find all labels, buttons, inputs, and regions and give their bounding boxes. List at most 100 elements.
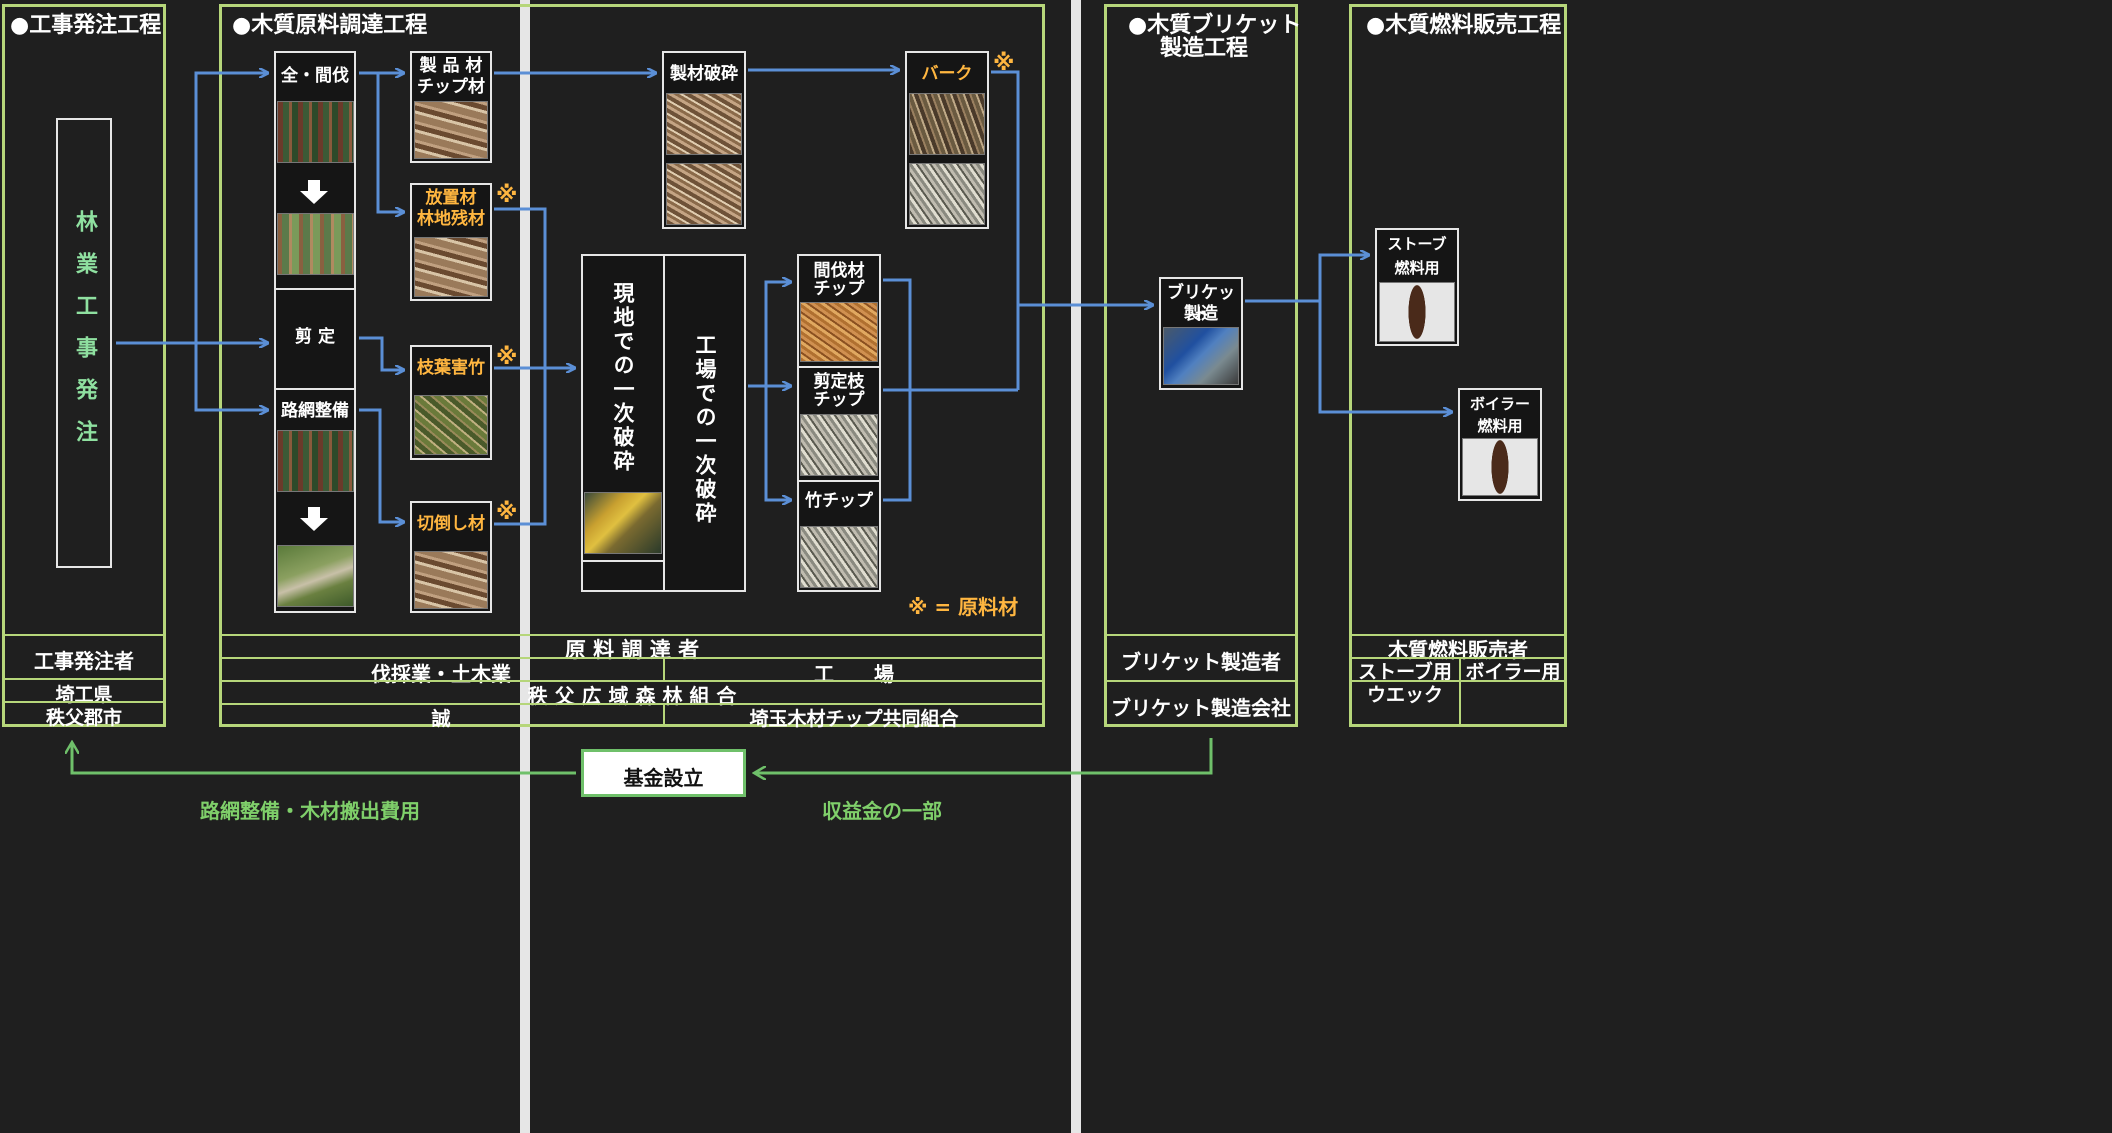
sawmill-label: 製材破砕 <box>670 64 738 84</box>
procure-sep <box>221 703 1043 705</box>
flow-arrow <box>764 282 791 386</box>
bark-label: バーク <box>921 64 973 84</box>
order-panel <box>2 4 166 727</box>
sawmill-photo <box>666 93 742 155</box>
right-org-label: 埼玉木材チップ共同組合 <box>749 708 959 730</box>
sawmill-photo-2 <box>666 163 742 225</box>
chip-sep <box>799 480 879 482</box>
node-sep <box>276 288 354 290</box>
briquette-node: ブリケット 製造 <box>1159 277 1243 390</box>
fund-right-caption: 収益金の一部 <box>822 799 942 823</box>
clearcut-photo-2 <box>277 213 354 275</box>
sales-org: ウエック <box>1366 684 1443 706</box>
boiler-fuel-photo <box>1462 438 1538 496</box>
node-sep <box>276 388 354 390</box>
briquette-role: ブリケット製造者 <box>1121 650 1281 674</box>
flow-arrow <box>991 70 1020 390</box>
prune-label: 剪 定 <box>295 327 335 347</box>
briquette-title-1: ●木質ブリケット <box>1128 13 1302 38</box>
onsite-label: 現地での一次破砕 <box>611 282 635 474</box>
clearcut-photo <box>277 101 354 163</box>
sales-panel <box>1349 4 1567 727</box>
sales-sep <box>1351 680 1565 682</box>
leftover-label-1: 放置材 <box>425 188 477 208</box>
fund-arrow <box>72 742 576 775</box>
branch-label: 枝葉害竹 <box>417 358 485 378</box>
branch-photo <box>414 395 488 455</box>
bark-mark: ※ <box>993 51 1015 76</box>
flow-arrow <box>1245 255 1369 303</box>
chip1-label-1: 間伐材 <box>813 261 865 281</box>
briquette-photo <box>1163 327 1239 385</box>
chip-sep <box>799 366 879 368</box>
flow-arrow <box>359 408 404 522</box>
cut-photo <box>414 551 488 609</box>
procure-title: ●木質原料調達工程 <box>232 13 428 38</box>
clearcut-label: 全・間伐 <box>281 66 349 86</box>
briquette-label-1: ブリケット <box>1167 283 1235 325</box>
leftover-node: 放置材 林地残材 <box>410 183 492 301</box>
separator-line <box>1071 0 1081 1133</box>
sales-sep <box>1351 657 1565 659</box>
road-photo <box>277 430 354 492</box>
briquette-panel <box>1104 4 1298 727</box>
down-arrow-icon <box>300 180 328 204</box>
order-vertical-box: 林業工事発注 <box>56 118 112 568</box>
bark-photo-2 <box>909 163 985 225</box>
legend-label: ※ = 原料材 <box>908 595 1019 619</box>
fund-arrow <box>754 738 1213 773</box>
product-photo <box>414 101 488 159</box>
stove-label-2: 燃料用 <box>1394 259 1440 277</box>
product-label-1: 製 品 材 <box>419 56 483 76</box>
onsite-photo <box>584 492 662 554</box>
sales-sep <box>1351 634 1565 636</box>
branch-node: 枝葉害竹 <box>410 345 492 460</box>
procurer-left-col: 伐採業・土木業 <box>371 662 511 686</box>
fund-box: 基金設立 <box>581 749 746 797</box>
sales-col2: ボイラー用 <box>1465 661 1561 683</box>
briquette-title-2: 製造工程 <box>1160 36 1249 61</box>
briquette-org: ブリケット製造会社 <box>1111 696 1291 720</box>
order-vertical-text: 林業工事発注 <box>72 210 97 462</box>
flow-arrow <box>376 73 404 212</box>
order-title: ●工事発注工程 <box>10 13 162 38</box>
flow-arrow <box>194 343 268 410</box>
chip3-photo <box>800 526 878 588</box>
chip2-label-1: 剪定枝 <box>813 372 865 392</box>
order-sep <box>4 634 164 636</box>
sales-vsep <box>1459 657 1461 725</box>
cut-label: 切倒し材 <box>417 514 485 534</box>
boiler-node: ボイラー 燃料用 <box>1458 388 1542 501</box>
leftover-photo <box>414 237 488 297</box>
chip2-label-2: チップ <box>813 390 865 410</box>
product-label-2: チップ材 <box>417 77 485 97</box>
flow-arrow <box>764 386 791 500</box>
procure-sep <box>221 634 1043 636</box>
product-node: 製 品 材 チップ材 <box>410 51 492 163</box>
sales-col1: ストーブ用 <box>1358 661 1452 683</box>
flow-arrow <box>1318 301 1452 412</box>
order-sep <box>4 678 164 680</box>
procure-sep <box>221 680 1043 682</box>
procurer-right-col: 工 場 <box>814 662 894 686</box>
branch-mark: ※ <box>496 345 518 370</box>
crushing-sep <box>583 560 663 562</box>
stove-fuel-photo <box>1379 282 1455 342</box>
order-sep <box>4 701 164 703</box>
chip2-photo <box>800 414 878 476</box>
leftover-label-2: 林地残材 <box>417 209 485 229</box>
procure-vsep <box>663 703 665 725</box>
down-arrow-icon <box>300 507 328 531</box>
road-label: 路網整備 <box>281 401 349 421</box>
fund-left-caption: 路網整備・木材搬出費用 <box>200 799 420 823</box>
leftover-mark: ※ <box>496 183 518 208</box>
factory-label: 工場での一次破砕 <box>693 334 717 526</box>
cut-node: 切倒し材 <box>410 501 492 613</box>
briquette-sep <box>1106 634 1296 636</box>
cut-mark: ※ <box>496 500 518 525</box>
bark-node: バーク <box>905 51 989 229</box>
road-photo-2 <box>277 545 354 607</box>
procure-sep <box>221 657 1043 659</box>
left-org-label: 誠 <box>431 708 451 730</box>
